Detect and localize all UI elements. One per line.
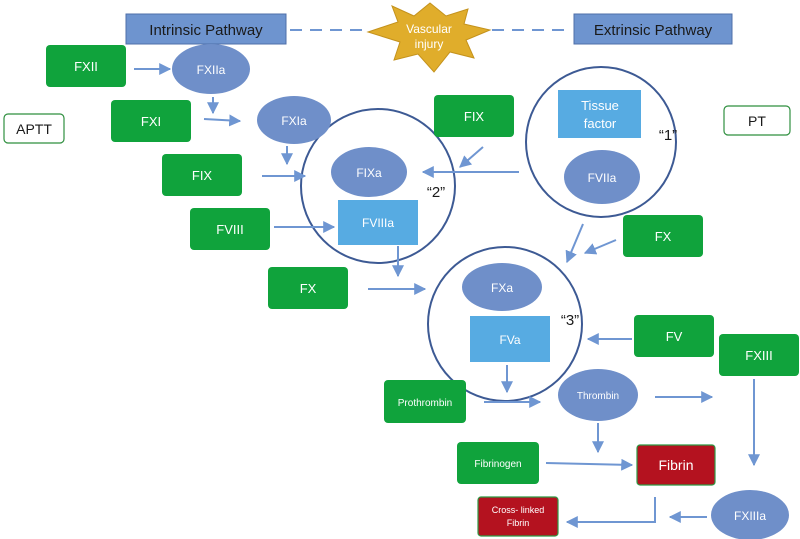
fviia-label: FVIIa <box>588 171 617 185</box>
fviii-box: FVIII <box>190 208 270 250</box>
fibrinogen-label: Fibrinogen <box>474 459 521 470</box>
fx-intrinsic-box: FX <box>268 267 348 309</box>
arrow-fxi-fxia <box>203 114 242 127</box>
vascular-injury-line2: injury <box>415 37 444 51</box>
pt-box: PT <box>723 105 791 136</box>
crosslinked-fibrin-line1: Cross- linked <box>492 505 545 515</box>
arrow-fibrin-crosslinked <box>565 497 656 528</box>
prothrombin-box: Prothrombin <box>384 380 466 423</box>
fxia-oval: FXIa <box>257 96 331 144</box>
fxa-oval: FXa <box>462 263 542 311</box>
extrinsic-pathway-header: Extrinsic Pathway <box>573 13 733 45</box>
complex-1-circle <box>525 66 677 218</box>
fx-extrinsic-label: FX <box>655 229 672 244</box>
fviia-oval: FVIIa <box>564 150 640 204</box>
arrow-fix-ext-complex2 <box>459 146 484 168</box>
fibrin-label: Fibrin <box>658 457 693 473</box>
fx-extrinsic-box: FX <box>623 215 703 257</box>
fva-square: FVa <box>470 316 550 362</box>
fibrinogen-box: Fibrinogen <box>457 442 539 484</box>
thrombin-oval: Thrombin <box>558 369 638 421</box>
fviii-label: FVIII <box>216 222 243 237</box>
fxa-label: FXa <box>491 281 513 295</box>
fxiii-label: FXIII <box>745 348 772 363</box>
arrows <box>134 63 760 528</box>
fix-intrinsic-label: FIX <box>192 168 213 183</box>
aptt-box: APTT <box>3 113 65 144</box>
tissue-factor-line1: Tissue <box>581 98 619 113</box>
fx-intrinsic-label: FX <box>300 281 317 296</box>
fxii-box: FXII <box>46 45 126 87</box>
aptt-label: APTT <box>16 121 52 137</box>
fxi-box: FXI <box>111 100 191 142</box>
fxiia-oval: FXIIa <box>172 44 250 94</box>
fviiia-square: FVIIIa <box>338 200 418 245</box>
intrinsic-pathway-header: Intrinsic Pathway <box>125 13 287 45</box>
fviiia-label: FVIIIa <box>362 216 394 230</box>
fix-extrinsic-box: FIX <box>434 95 514 137</box>
complex-3-number: “3” <box>561 312 579 329</box>
fxiii-box: FXIII <box>719 334 799 376</box>
tissue-factor-line2: factor <box>584 116 617 131</box>
vascular-injury-star: Vascular injury <box>366 2 492 73</box>
fxii-label: FXII <box>74 59 98 74</box>
fxiia-label: FXIIa <box>197 63 226 77</box>
pt-label: PT <box>748 113 766 129</box>
complex-1-number: “1” <box>659 127 677 144</box>
extrinsic-pathway-label: Extrinsic Pathway <box>594 22 713 39</box>
fix-extrinsic-label: FIX <box>464 109 485 124</box>
fxia-label: FXIa <box>281 114 307 128</box>
thrombin-label: Thrombin <box>577 391 619 402</box>
arrow-complex1-complex3 <box>565 223 584 264</box>
arrow-fibrinogen-fibrin <box>545 458 634 471</box>
crosslinked-fibrin-line2: Fibrin <box>507 518 530 528</box>
crosslinked-fibrin-box: Cross- linked Fibrin <box>477 496 559 537</box>
fva-label: FVa <box>499 333 520 347</box>
fxiiia-label: FXIIIa <box>734 509 766 523</box>
fxi-label: FXI <box>141 114 161 129</box>
arrow-fx-ext-complex3 <box>583 239 617 255</box>
fixa-oval: FIXa <box>331 147 407 197</box>
fix-intrinsic-box: FIX <box>162 154 242 196</box>
tissue-factor-square: Tissue factor <box>558 90 641 138</box>
fibrin-box: Fibrin <box>636 444 716 486</box>
fv-box: FV <box>634 315 714 357</box>
intrinsic-pathway-label: Intrinsic Pathway <box>149 22 263 39</box>
complex-2-number: “2” <box>427 184 445 201</box>
vascular-injury-line1: Vascular <box>406 22 452 36</box>
prothrombin-label: Prothrombin <box>398 398 452 409</box>
fixa-label: FIXa <box>356 166 382 180</box>
fxiiia-oval: FXIIIa <box>711 490 789 539</box>
fv-label: FV <box>666 329 683 344</box>
complex-2-circle <box>300 108 456 264</box>
